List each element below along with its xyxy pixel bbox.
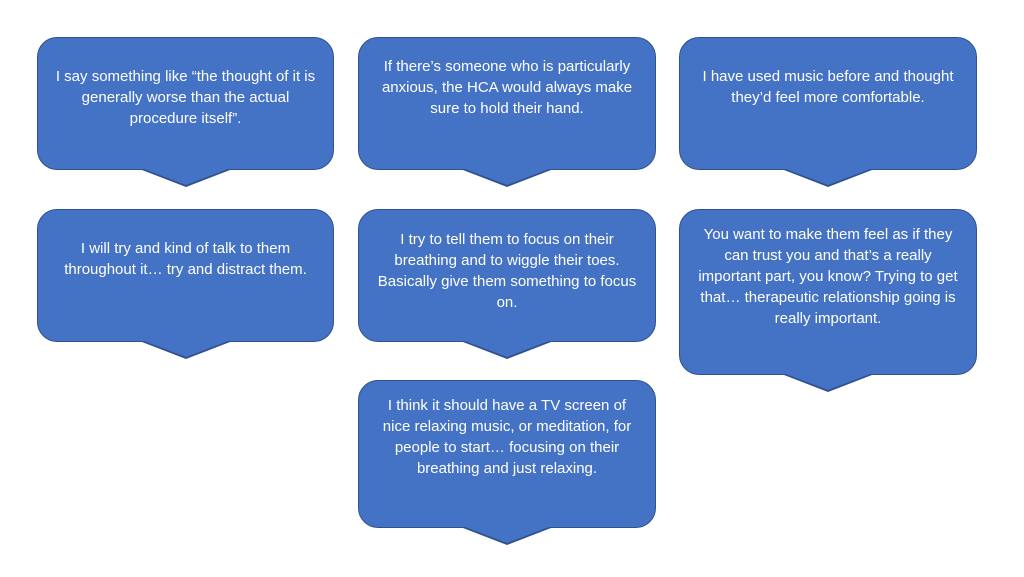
quote-text: I have used music before and thought the…	[702, 68, 954, 106]
bubble-tail-fill	[786, 168, 870, 185]
quote-bubble-5: I try to tell them to focus on their bre…	[358, 209, 656, 359]
bubble-tail-fill	[786, 373, 870, 390]
quote-bubble-6: You want to make them feel as if they ca…	[679, 209, 977, 392]
quote-bubble-3: I have used music before and thought the…	[679, 37, 977, 187]
quote-bubble-7: I think it should have a TV screen of ni…	[358, 380, 656, 545]
quote-text: I try to tell them to focus on their bre…	[377, 231, 637, 311]
quote-text: If there’s someone who is particularly a…	[381, 58, 633, 117]
quote-text: You want to make them feel as if they ca…	[698, 226, 958, 327]
quote-text: I say something like “the thought of it …	[55, 68, 316, 127]
quote-bubble-4: I will try and kind of talk to them thro…	[37, 209, 334, 359]
bubble-tail-fill	[465, 340, 549, 357]
quote-text: I think it should have a TV screen of ni…	[382, 397, 632, 477]
quote-bubble-2: If there’s someone who is particularly a…	[358, 37, 656, 187]
quote-bubble-1: I say something like “the thought of it …	[37, 37, 334, 187]
bubble-tail-fill	[465, 168, 549, 185]
quote-text: I will try and kind of talk to them thro…	[64, 240, 307, 278]
bubble-tail-fill	[143, 168, 228, 185]
bubble-tail-fill	[465, 526, 549, 543]
bubble-tail-fill	[143, 340, 228, 357]
